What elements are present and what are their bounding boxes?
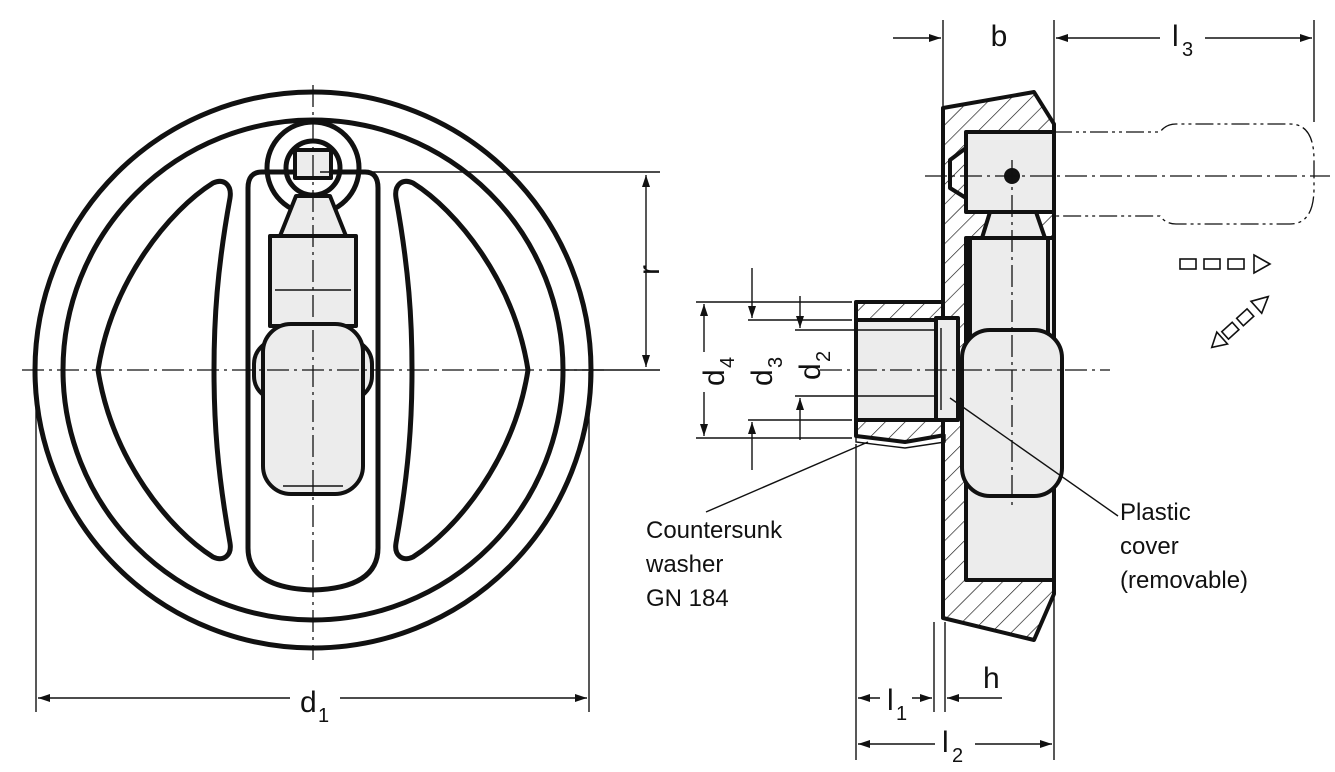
hub-length-l1-label: l 1	[887, 684, 907, 725]
countersunk-washer	[855, 434, 946, 449]
cover-leader-line	[949, 397, 1119, 517]
outer-diameter-label: d 1	[300, 686, 329, 727]
svg-text:d: d	[746, 369, 779, 386]
wheel-window-right	[393, 178, 531, 562]
svg-text:4: 4	[717, 357, 739, 368]
svg-text:3: 3	[1182, 39, 1193, 61]
wheel-width-b-label: b	[991, 20, 1008, 53]
svg-text:(removable): (removable)	[1120, 567, 1248, 594]
svg-text:d: d	[300, 686, 317, 719]
svg-text:Countersunk: Countersunk	[646, 517, 783, 544]
svg-text:cover: cover	[1120, 533, 1179, 560]
svg-text:l: l	[887, 684, 894, 717]
overall-length-l2-label: l 2	[942, 726, 963, 767]
side-handle-neck	[980, 210, 1047, 240]
side-handle-shaft	[968, 236, 1050, 340]
dashed-arrow-diagonal-icon	[1210, 295, 1270, 349]
svg-text:l: l	[1172, 20, 1179, 53]
handle-length-l3-label: l 3	[1172, 20, 1193, 61]
svg-text:d: d	[794, 363, 827, 380]
svg-text:washer: washer	[645, 551, 723, 578]
radius-label: r	[633, 265, 666, 275]
bore-diameter-d2-label: d 2	[794, 351, 835, 380]
side-view: d 4 d 3 d 2 b l 3	[645, 20, 1330, 767]
svg-text:GN 184: GN 184	[646, 585, 729, 612]
svg-text:1: 1	[318, 705, 329, 727]
svg-text:1: 1	[896, 703, 907, 725]
phantom-handle	[1054, 123, 1315, 225]
svg-text:2: 2	[952, 745, 963, 767]
svg-text:3: 3	[765, 357, 787, 368]
washer-leader-line	[705, 441, 869, 513]
svg-text:d: d	[698, 369, 731, 386]
washer-note: Countersunk washer GN 184	[645, 517, 783, 612]
recess-depth-h-label: h	[983, 662, 1000, 695]
plastic-cover	[934, 316, 960, 422]
wheel-window-left	[95, 178, 233, 562]
svg-text:Plastic: Plastic	[1120, 499, 1191, 526]
svg-text:l: l	[942, 726, 949, 759]
hub-diameter-d4-label: d 4	[698, 357, 739, 386]
dashed-arrow-right-icon	[1179, 253, 1272, 275]
cover-note: Plastic cover (removable)	[1120, 499, 1248, 594]
svg-text:2: 2	[813, 351, 835, 362]
washer-diameter-d3-label: d 3	[746, 357, 787, 386]
front-view: r d 1	[22, 85, 666, 727]
